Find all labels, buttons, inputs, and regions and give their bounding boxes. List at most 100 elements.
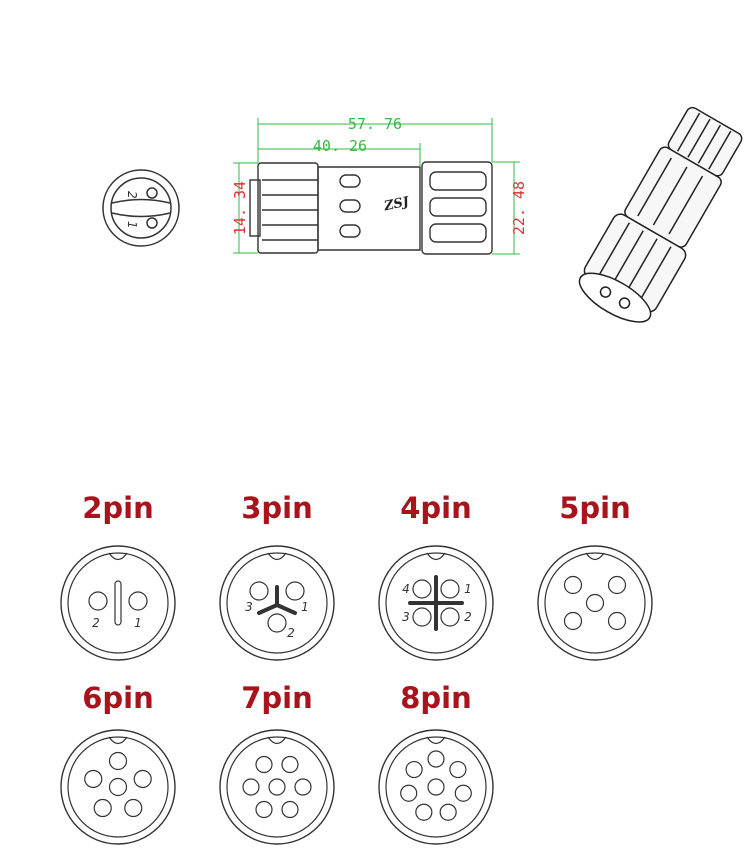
- pin-contact: [405, 760, 423, 779]
- front-view-outer-ring: [102, 169, 180, 247]
- pin-number: 1: [464, 582, 472, 596]
- pin-config-key-notch: [267, 552, 287, 561]
- pin-contact: [93, 798, 112, 818]
- pin-config-8: 8pin: [378, 681, 494, 845]
- dimensions: 57. 76 40. 26 14. 34 22. 48: [231, 115, 528, 255]
- side-view-right-nut-grip: [429, 223, 487, 243]
- pin-contact: [449, 760, 467, 779]
- side-view: ZSJ: [249, 161, 493, 255]
- pin-config-key-notch: [426, 736, 446, 745]
- pin-config-4: 4pin 4 1 3 2: [378, 491, 494, 661]
- perspective-nut-line: [697, 124, 722, 164]
- pin-number: 3: [245, 600, 253, 614]
- pin-contact: [439, 803, 457, 821]
- pin-config-title: 2pin: [82, 491, 154, 525]
- pin-contact: [268, 778, 286, 796]
- perspective-pin: [599, 286, 612, 298]
- pin-contact: [427, 750, 445, 768]
- pin-config-outer-ring: [60, 545, 176, 661]
- pin-config-5: 5pin: [537, 491, 653, 661]
- pin-contact: [412, 579, 432, 599]
- perspective-nut-line: [638, 246, 672, 303]
- pin-number: 2: [287, 626, 295, 640]
- pin-config-inner-ring: [67, 736, 169, 838]
- pin-config-title: 6pin: [82, 681, 154, 715]
- pin-contact: [607, 575, 627, 595]
- perspective-nut-line: [687, 118, 711, 158]
- perspective-nut-line: [610, 230, 644, 287]
- perspective-nut-line: [596, 222, 631, 279]
- pin-number: 2: [92, 616, 100, 630]
- perspective-body-line: [668, 175, 704, 235]
- pin-config-key-notch: [108, 736, 128, 745]
- pin-config-outer-ring: [378, 729, 494, 845]
- pin-config-title: 8pin: [400, 681, 472, 715]
- pin-contact: [128, 591, 148, 611]
- pin-contact: [242, 778, 260, 796]
- pin-config-key-notch: [108, 552, 128, 561]
- pin-contact: [255, 800, 273, 819]
- front-view-pin-label-bottom: 1: [125, 221, 139, 229]
- pin-config-outer-ring: [219, 729, 335, 845]
- front-view-pin-bottom: [146, 217, 158, 229]
- perspective-face: [578, 272, 652, 323]
- front-view-pin-label-top: 2: [125, 191, 139, 199]
- pin-config-outer-ring: [537, 545, 653, 661]
- pin-config-outer-ring: [378, 545, 494, 661]
- side-view-body-slot: [339, 199, 361, 213]
- pin-contact: [285, 581, 305, 601]
- pin-contact: [88, 591, 108, 611]
- perspective-body-line: [637, 157, 672, 217]
- brand-label: ZSJ: [382, 194, 411, 214]
- dim-left-height-label: 14. 34: [231, 181, 249, 235]
- pin-config-key-notch: [426, 552, 446, 561]
- pin-contact: [563, 575, 583, 595]
- pin-config-6: 6pin: [60, 681, 176, 845]
- pin-contact: [108, 777, 128, 797]
- pin-config-inner-ring: [226, 552, 328, 654]
- pin-contact: [607, 611, 627, 631]
- pin-contact: [267, 613, 287, 633]
- pin-config-inner-ring: [544, 552, 646, 654]
- dim-body-label: 40. 26: [313, 137, 367, 155]
- side-view-body: [317, 166, 421, 251]
- pin-contact: [412, 607, 432, 627]
- side-view-right-nut: [421, 161, 493, 255]
- perspective-nut-line: [624, 238, 658, 295]
- front-view-inner-ring: [110, 177, 172, 239]
- pin-contact: [108, 751, 128, 771]
- pin-number: 4: [402, 582, 410, 596]
- pin-config-inner-ring: [385, 736, 487, 838]
- pin-number: 3: [402, 610, 410, 624]
- pin-config-title: 5pin: [559, 491, 631, 525]
- pin-contact: [400, 784, 418, 802]
- pin-config-title: 4pin: [400, 491, 472, 525]
- front-view: 2 1: [102, 169, 180, 247]
- pin-contact: [84, 769, 103, 789]
- perspective-body-line: [652, 166, 688, 226]
- perspective-pin: [618, 297, 631, 309]
- pin-config-outer-ring: [60, 729, 176, 845]
- perspective-view: [578, 106, 743, 323]
- pin-contact: [440, 579, 460, 599]
- pin-number: 2: [464, 610, 472, 624]
- pin-config-outer-ring: [219, 545, 335, 661]
- dim-right-height-label: 22. 48: [510, 181, 528, 235]
- pin-number: 1: [301, 600, 309, 614]
- pin-config-2: 2pin 2 1: [60, 491, 176, 661]
- pin-config-7: 7pin: [219, 681, 335, 845]
- pin-config-key-notch: [267, 736, 287, 745]
- side-view-right-nut-grip: [429, 197, 487, 217]
- pin-number: 1: [134, 616, 142, 630]
- pin-contact: [133, 769, 152, 789]
- pin-contact: [294, 778, 312, 796]
- pin-config-inner-ring: [67, 552, 169, 654]
- front-view-pin-top: [146, 187, 158, 199]
- pin-contact: [454, 784, 472, 802]
- pin-contact: [249, 581, 269, 601]
- pin-config-title: 7pin: [241, 681, 313, 715]
- side-view-body-slot: [339, 224, 361, 238]
- pin-config-divider: [257, 585, 297, 615]
